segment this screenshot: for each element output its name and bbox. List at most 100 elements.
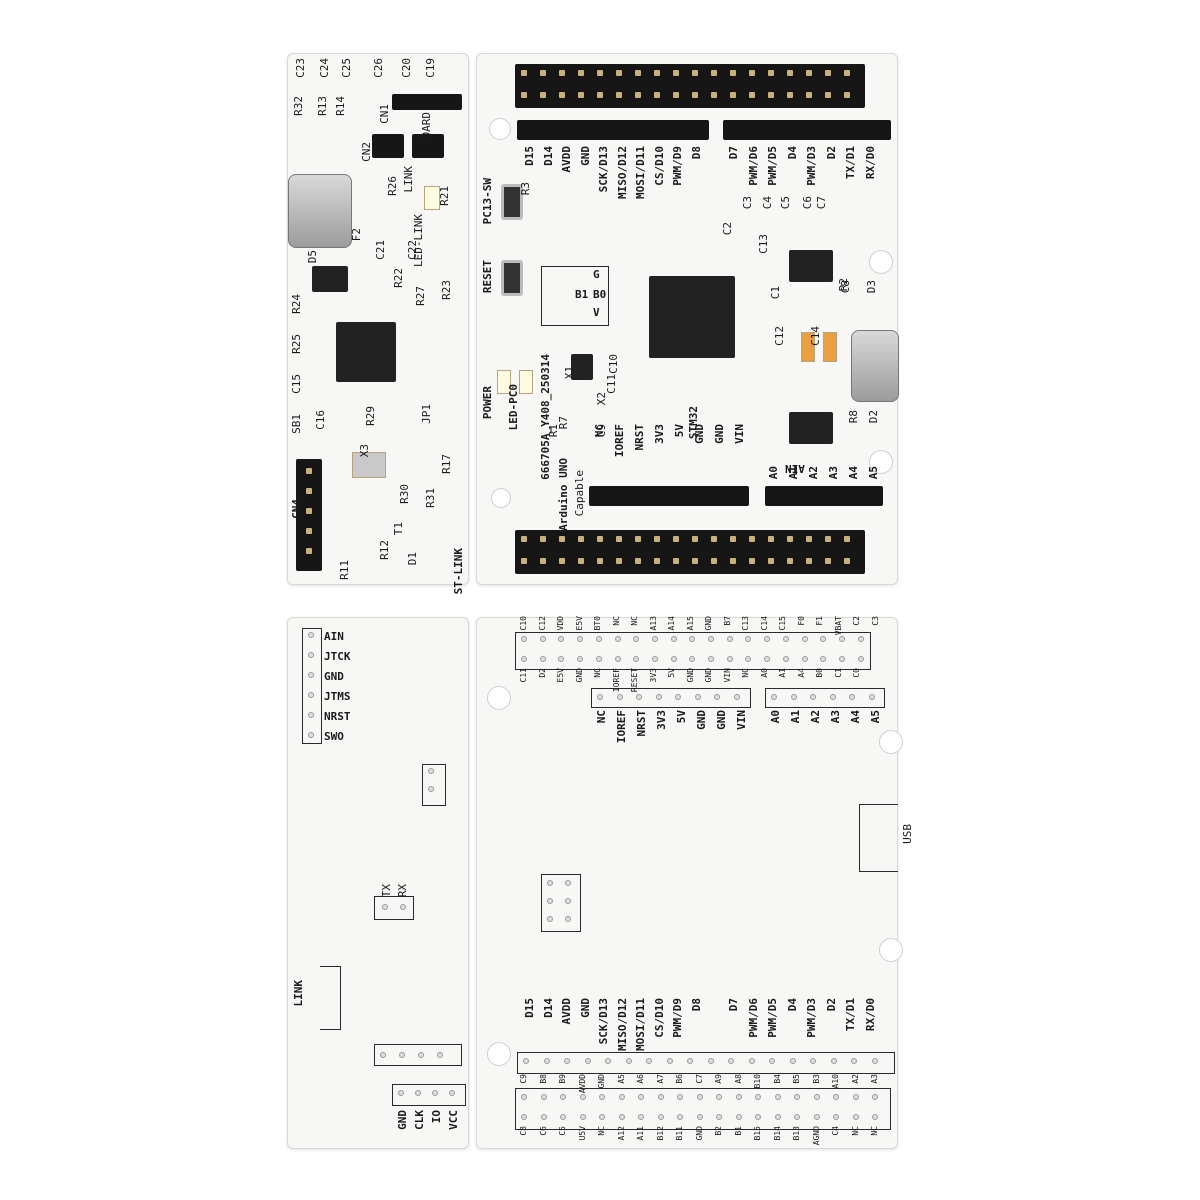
bottom-row3-label: B8 [538,1074,548,1084]
mount-hole-top [489,118,511,140]
bottom-row4-label: U5V [577,1126,587,1141]
header-pin [616,558,622,564]
through-hole-pad [547,916,553,922]
regulator [312,266,348,292]
cn1-header [392,94,462,110]
swd-pad [308,712,314,718]
board-jumper [412,134,444,158]
swd-label: NRST [324,710,351,723]
label-c20: C20 [400,58,413,78]
through-hole-pad [636,694,642,700]
bottom-second-row-label: GND [574,668,584,683]
header-pin [521,558,527,564]
bottom-top-row-label: C12 [537,616,547,631]
capacitor-c1 [823,332,837,362]
header-pin [730,70,736,76]
header-pin [654,536,660,542]
label-c21: C21 [374,240,387,260]
through-hole-pad [565,880,571,886]
through-hole-pad [820,636,827,642]
link-bracket [320,966,341,1030]
swd-pad [308,632,314,638]
through-hole-pad [400,904,406,910]
top-header-label: PWM/D6 [746,146,760,186]
bottom-power-label: GND [715,710,728,730]
through-hole-pad [872,1094,878,1100]
through-hole-pad [657,1114,664,1120]
label-r23: R23 [440,280,453,300]
bottom-row4-label: NC [850,1126,860,1136]
label-c25: C25 [340,58,353,78]
swd-pad-column [302,628,322,744]
label-r21: R21 [438,186,451,206]
header-pin [711,558,717,564]
header-pin [521,70,527,76]
bottom-row4-label: C6 [538,1126,548,1136]
analog-pads [765,688,885,708]
bottom-row4-label: B11 [675,1126,684,1141]
through-hole-pad [605,1058,611,1064]
regulator-1 [789,250,833,282]
swd-label: SWO [324,730,344,743]
header-pin [597,536,603,542]
label-c22: C22 [406,240,419,260]
bottom-row3-label: B10 [753,1074,762,1089]
bottom-header-label: PWM/D9 [671,998,684,1038]
bottom-row3-label: C7 [694,1074,704,1084]
led-pc0 [519,370,533,394]
header-pin [540,558,546,564]
header-pin [559,536,565,542]
pc13-button[interactable] [501,184,523,220]
through-hole-pad [633,636,640,642]
through-hole-pad [521,1114,527,1120]
pad-row-1 [374,1044,462,1066]
bottom-second-row-label: VIN [722,668,732,683]
header-pin [692,536,698,542]
cn4-pin [306,488,312,494]
header-pin [559,558,565,564]
through-hole-pad [689,636,696,642]
component-label: X2 [595,392,608,406]
label-r29: R29 [364,406,377,426]
bottom-second-row-label: B0 [815,668,824,678]
bottom-row3-label: A8 [733,1074,743,1084]
through-hole-pad [857,656,864,662]
component-label: D3 [865,280,878,294]
bottom-second-row-label: E5V [556,668,565,683]
header-pin [578,70,584,76]
bottom-row3-label: B6 [675,1074,684,1084]
top-header-label: GND [578,146,592,166]
through-hole-pad [599,1094,605,1100]
through-hole-pad [618,1094,625,1100]
header-pin [749,70,755,76]
label-f2: F2 [350,228,363,242]
header-pin [787,70,793,76]
boot-pads [541,874,581,932]
power-pads [591,688,751,708]
bottom-top-row-label: C13 [741,616,750,631]
uno-header-digital-low [723,120,891,140]
crystal-x1 [571,354,593,380]
component-label: R3 [519,182,532,196]
through-hole-pad [801,656,808,662]
bottom-second-row-label: A1 [778,668,787,678]
analog-label: A2 [807,466,820,480]
bottom-analog-label: A4 [849,710,862,724]
label-r17: R17 [440,454,453,474]
top-header-label: D14 [541,146,555,166]
uart-pad-box [374,896,414,920]
bottom-power-label: NRST [635,710,648,737]
label-jp1: JP1 [420,404,433,424]
arduino-sub: Capable [573,470,586,517]
through-hole-pad [651,656,658,662]
header-pin [844,92,850,98]
through-hole-pad [745,656,752,662]
through-hole-pad [868,694,875,700]
reset-button[interactable] [501,260,523,296]
through-hole-pad [614,656,621,662]
bottom-analog-label: A0 [769,710,782,724]
bottom-header-label: PWM/D5 [766,998,779,1038]
label-link: LINK [292,980,305,1007]
through-hole-pad [523,1058,529,1064]
analog-label: A4 [847,466,860,480]
